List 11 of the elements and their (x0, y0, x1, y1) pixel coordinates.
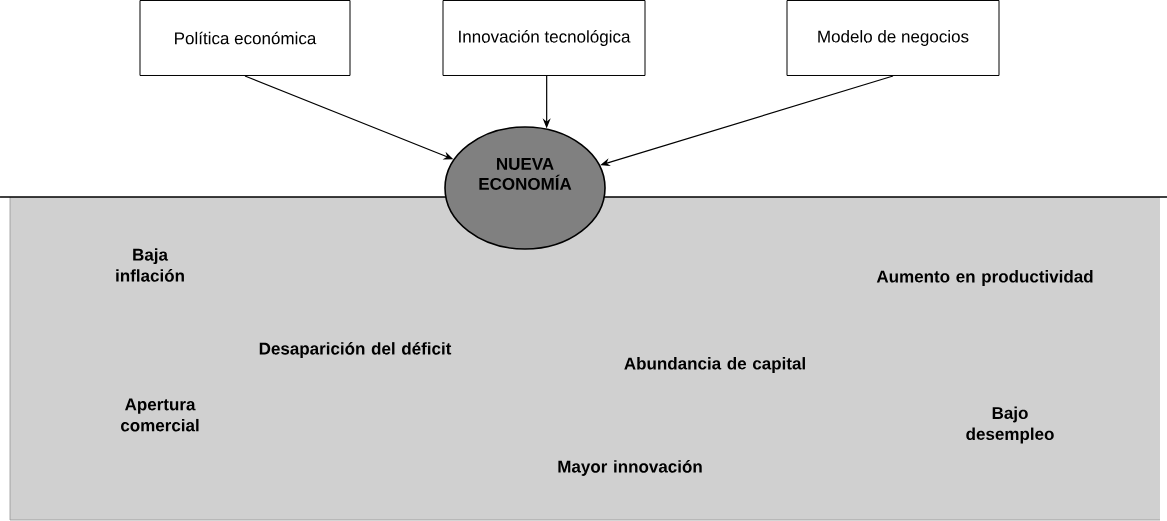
band-text: Abundancia de capital (624, 357, 805, 373)
band-background (0, 196, 1167, 521)
text-box: Política económica (139, 0, 351, 76)
band-text: Mayor innovación (558, 460, 702, 476)
band-text: Desaparición del déficit (259, 342, 452, 358)
band-text: Apertura comercial (121, 398, 199, 432)
band-text: Aumento en productividad (876, 270, 1093, 286)
text-box: Innovación tecnológica (442, 0, 646, 76)
band-text: Baja inflación (116, 248, 184, 282)
text-box: Modelo de negocios (786, 0, 1000, 76)
band-text: Bajo desempleo (966, 406, 1054, 444)
